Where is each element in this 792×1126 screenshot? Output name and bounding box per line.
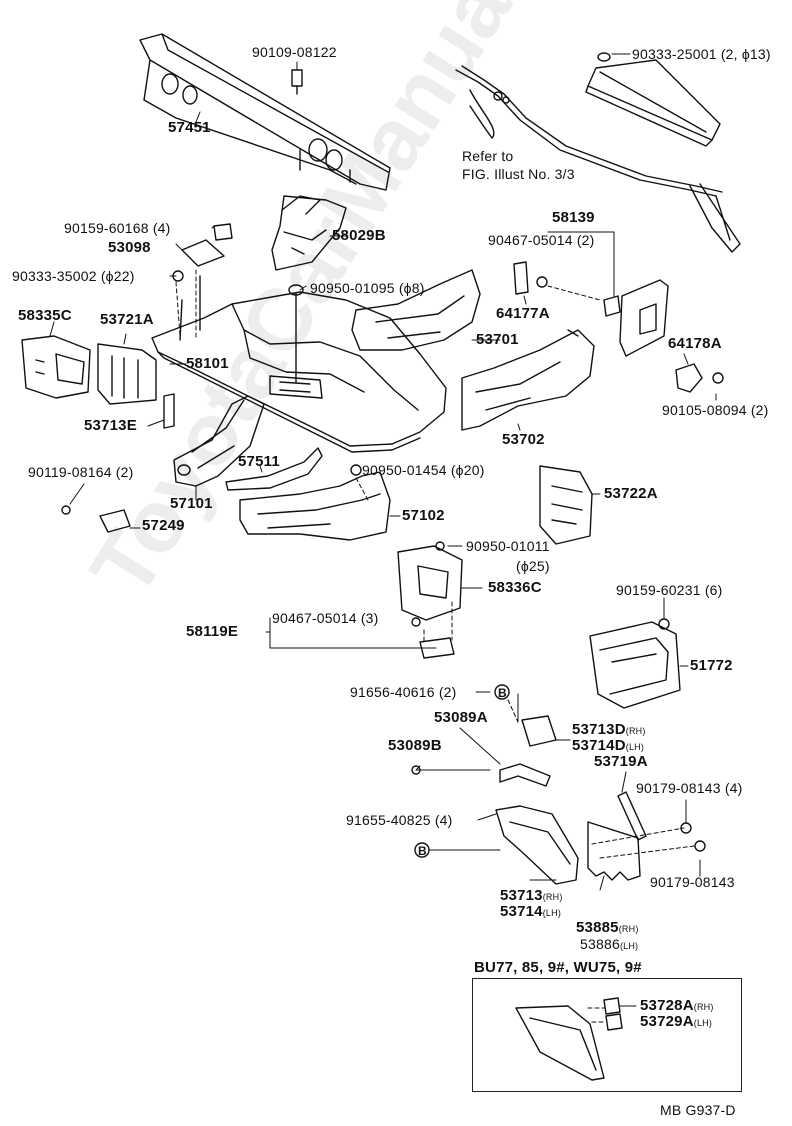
label-90179-08143: 90179-08143: [650, 874, 735, 890]
label-64178a: 64178A: [668, 335, 722, 352]
label-53729a: 53729A(LH): [640, 1013, 713, 1030]
dashed-guides: [175, 269, 695, 1023]
part-53722a-panel: [539, 465, 593, 545]
label-57102: 57102: [402, 507, 445, 524]
part-53713-mudguard: [495, 805, 579, 885]
label-53714: 53714(LH): [500, 903, 562, 920]
label-53702: 53702: [502, 431, 545, 448]
label-57451: 57451: [168, 119, 211, 136]
part-58101-floor-pan: [151, 275, 447, 453]
inset-frame: [472, 978, 742, 1092]
label-58029b: 58029B: [332, 227, 386, 244]
label-90333-25001: 90333-25001 (2, ϕ13): [632, 46, 771, 62]
label-53701: 53701: [476, 331, 519, 348]
part-90333-25001-rail: [585, 52, 721, 147]
label-91656-40616: 91656-40616 (2): [350, 684, 457, 700]
label-90119-08164: 90119-08164 (2): [28, 464, 134, 480]
label-90179-08143-4: 90179-08143 (4): [636, 780, 743, 796]
note-refer-to-1: Refer to: [462, 148, 514, 164]
label-53722a: 53722A: [604, 485, 658, 502]
part-57249-clip: [61, 505, 131, 533]
inset-title: BU77, 85, 9#, WU75, 9#: [474, 959, 642, 976]
part-58119e-plate: [411, 617, 455, 659]
part-57102-rail: [239, 464, 391, 541]
part-58139-bracket-panel: [619, 279, 669, 357]
part-58335c-bracket: [21, 335, 91, 399]
label-53089a: 53089A: [434, 709, 488, 726]
label-90333-35002: 90333-35002 (ϕ22): [12, 268, 135, 284]
label-58139: 58139: [552, 209, 595, 226]
inset-53728a-detail: [515, 997, 623, 1081]
label-53713d: 53713D(RH): [572, 721, 646, 738]
part-53701-panel: [351, 269, 481, 351]
part-57451-cross-member: [139, 33, 391, 191]
label-90159-60231: 90159-60231 (6): [616, 582, 723, 598]
callout-b-bottom: B: [418, 844, 427, 858]
label-53089b: 53089B: [388, 737, 442, 754]
part-58029b-bracket: [271, 195, 347, 271]
part-53719a-link: [617, 791, 706, 852]
label-53721a: 53721A: [100, 311, 154, 328]
label-53098: 53098: [108, 239, 151, 256]
part-53713e-strip: [163, 393, 175, 429]
label-53886: 53886(LH): [580, 936, 639, 952]
label-90950-01095: 90950-01095 (ϕ8): [310, 280, 425, 296]
part-53885-mudflap: [587, 821, 641, 881]
label-91655-40825: 91655-40825 (4): [346, 812, 453, 828]
label-90105-08094: 90105-08094 (2): [662, 402, 769, 418]
label-90467-05014-2: 90467-05014 (2): [488, 232, 595, 248]
part-53702-panel: [461, 329, 595, 431]
label-90159-60168: 90159-60168 (4): [64, 220, 171, 236]
label-51772: 51772: [690, 657, 733, 674]
label-57101: 57101: [170, 495, 213, 512]
brake-line-assembly: [455, 65, 741, 253]
label-90950-01454: 90950-01454 (ϕ20): [362, 462, 485, 478]
label-58336c: 58336C: [488, 579, 542, 596]
label-64177a: 64177A: [496, 305, 550, 322]
callout-b-markers: [414, 684, 510, 858]
part-53721a-panel: [97, 343, 157, 405]
part-53098-plate: [172, 223, 233, 282]
label-90950-01011-dia: (ϕ25): [516, 558, 550, 574]
callout-b-top: B: [498, 686, 507, 700]
label-90109-08122: 90109-08122: [252, 44, 337, 60]
part-57101-rail: [173, 395, 265, 487]
figure-code: MB G937-D: [660, 1102, 736, 1118]
label-90950-01011: 90950-01011: [466, 538, 550, 554]
leader-lines: [49, 53, 717, 1007]
label-53713e: 53713E: [84, 417, 137, 434]
label-58335c: 58335C: [18, 307, 72, 324]
part-53713d-clip: [521, 715, 557, 747]
label-58119e: 58119E: [186, 623, 239, 640]
label-53719a: 53719A: [594, 753, 648, 770]
label-53728a: 53728A(RH): [640, 997, 714, 1014]
note-refer-to-2: FIG. Illust No. 3/3: [462, 166, 575, 182]
part-51772-box: [589, 618, 681, 709]
label-57249: 57249: [142, 517, 185, 534]
part-58336c-bracket: [397, 541, 463, 621]
label-58101: 58101: [186, 355, 229, 372]
label-57511: 57511: [238, 453, 280, 470]
label-53714d: 53714D(LH): [572, 737, 645, 754]
part-64178a-bracket: [675, 363, 724, 393]
part-58139-pad: [603, 295, 621, 317]
label-53885: 53885(RH): [576, 919, 639, 936]
part-53089-strip: [411, 763, 551, 787]
label-53713: 53713(RH): [500, 887, 563, 904]
part-57511-rail: [225, 447, 323, 491]
label-90467-05014-3: 90467-05014 (3): [272, 610, 379, 626]
bolt-90109-08122: [291, 69, 303, 95]
part-64177a-clip: [513, 261, 548, 295]
